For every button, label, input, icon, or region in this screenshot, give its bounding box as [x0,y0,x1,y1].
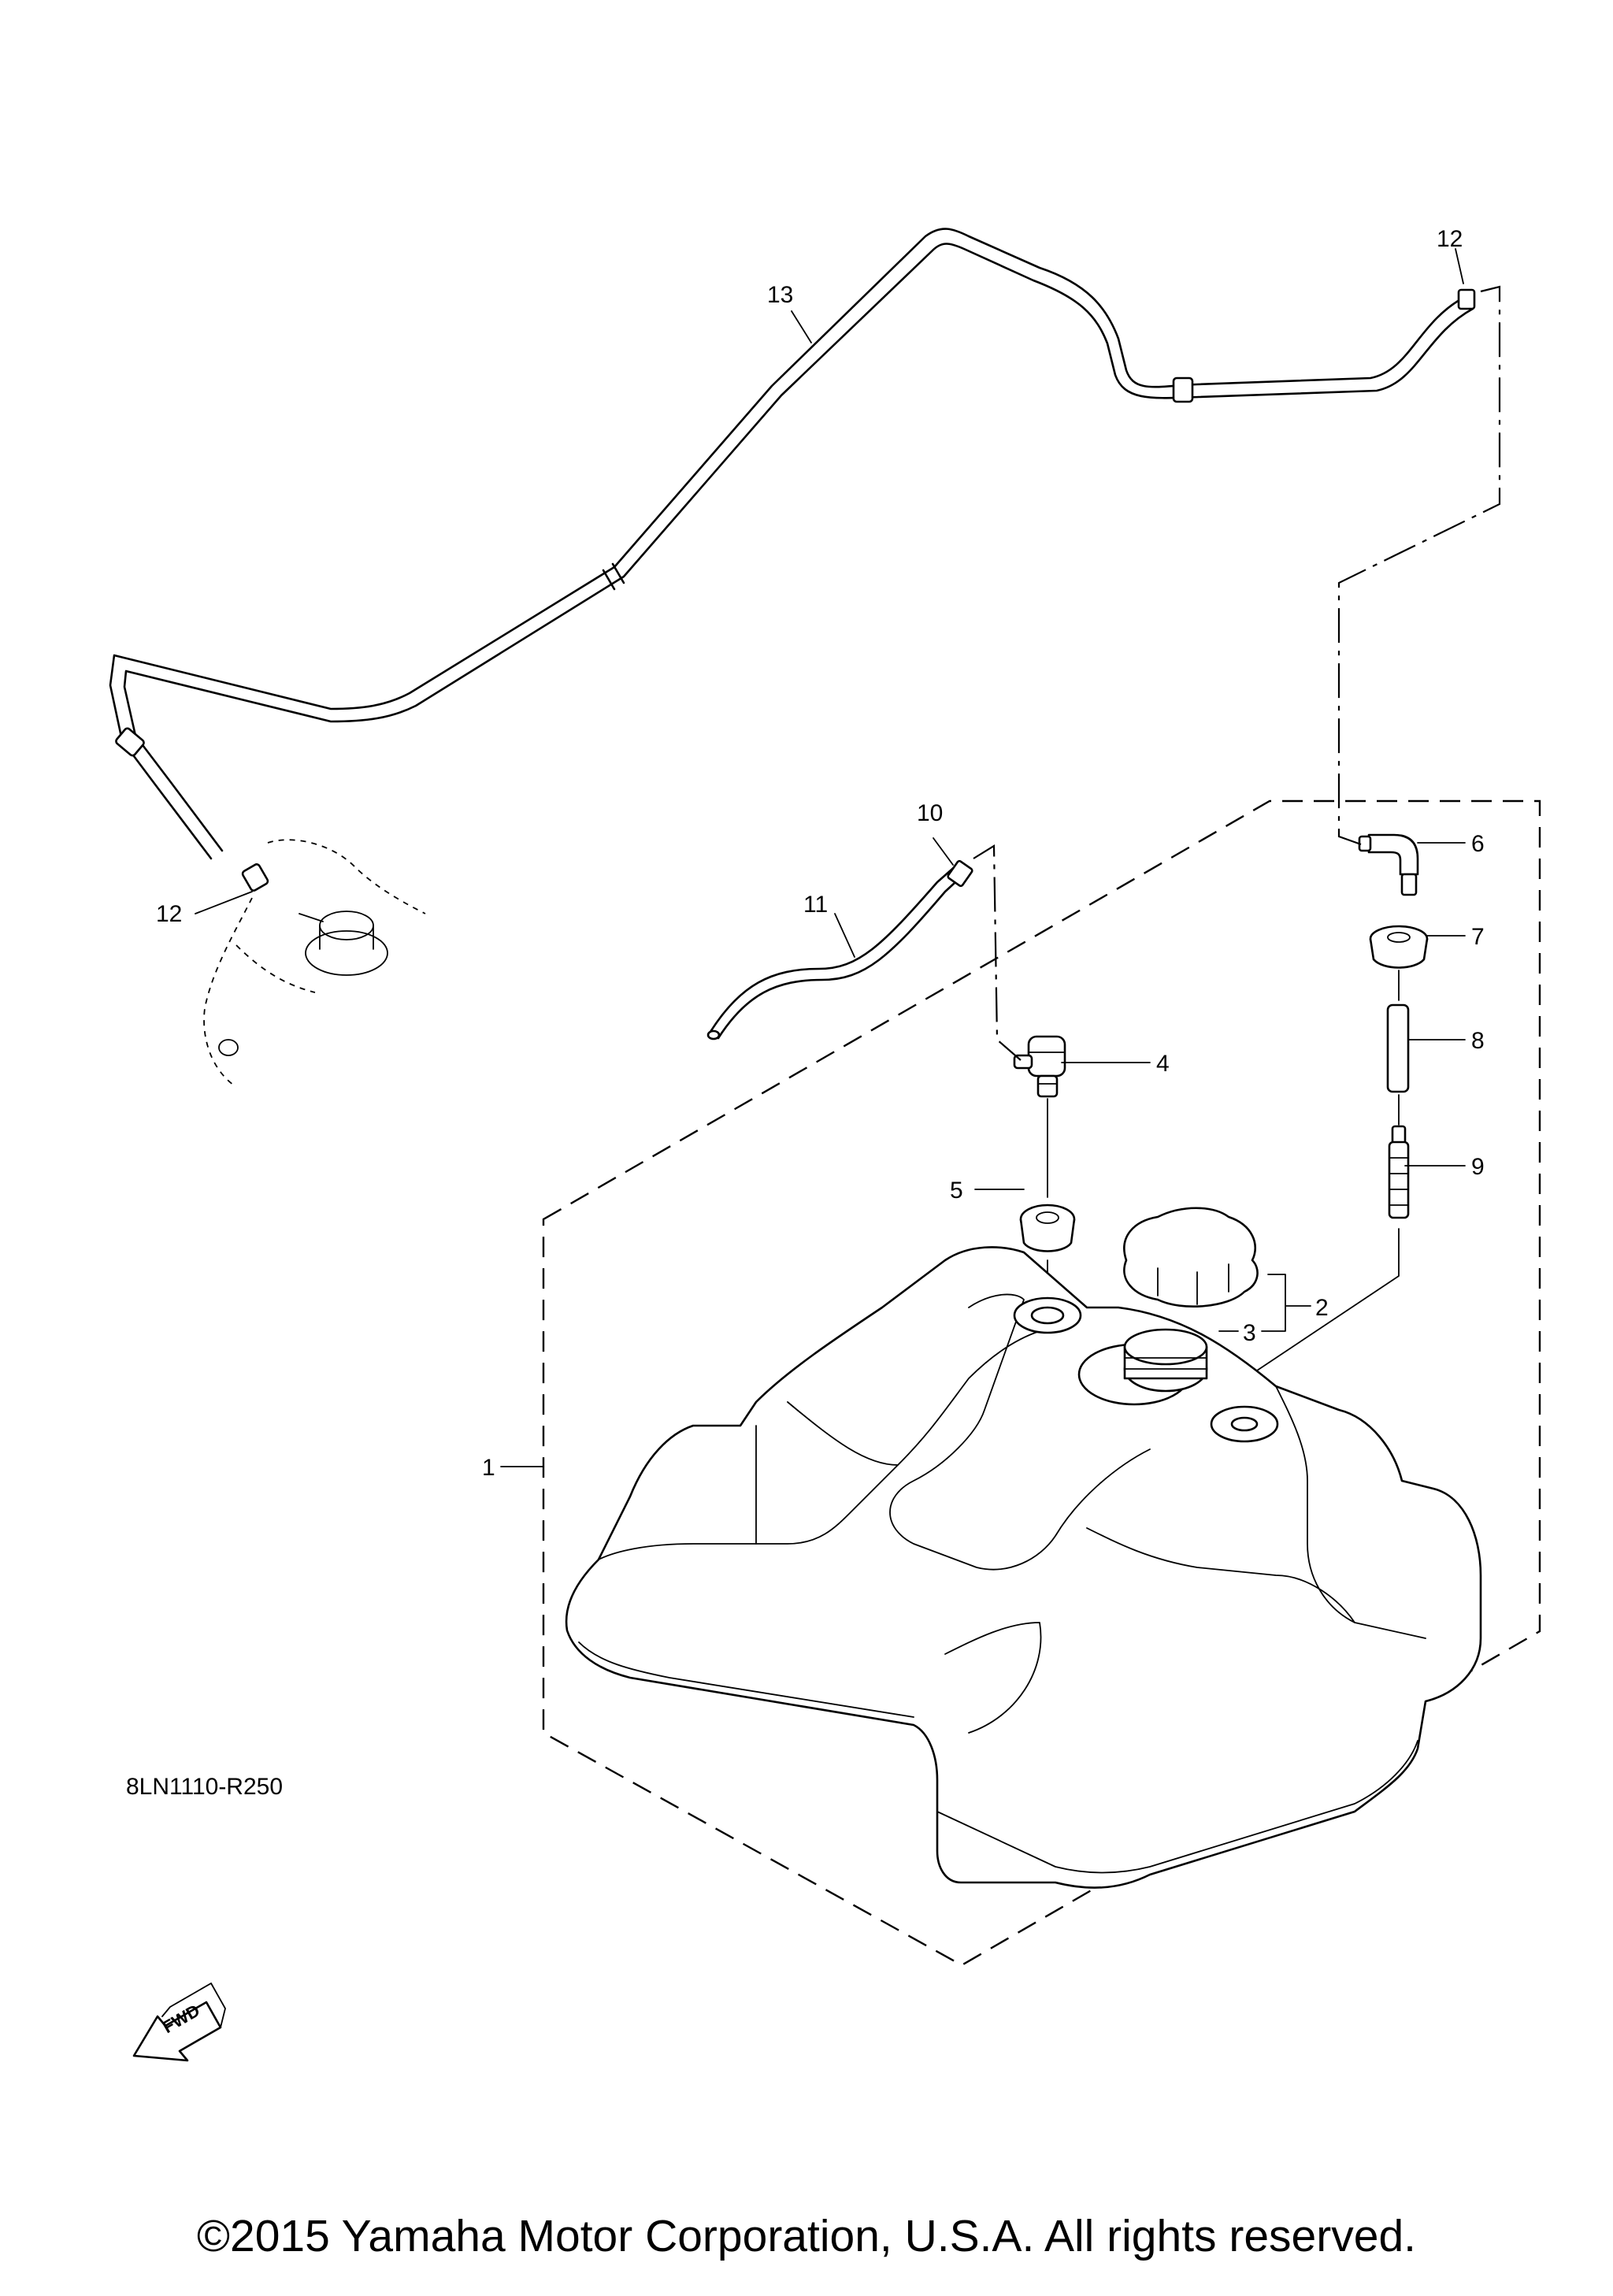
copyright-notice: ©2015 Yamaha Motor Corporation, U.S.A. A… [197,2211,1416,2261]
grommet-7 [1369,925,1429,969]
callout-12-left: 12 [156,901,182,927]
callout-13: 13 [767,282,793,308]
callout-1: 1 [482,1455,495,1481]
fuel-tank-1 [542,799,1541,1967]
callout-5: 5 [950,1178,963,1204]
hose-11 [706,863,966,1040]
callout-12-top: 12 [1437,226,1463,252]
elbow-fitting-6 [1358,833,1419,896]
callout-labels: 1 2 3 4 5 6 7 8 9 10 11 12 12 13 [156,226,1485,1481]
fuel-cap-2 [1123,1207,1259,1307]
clip-10 [947,859,973,888]
grommet-5 [1019,1204,1076,1252]
clamp-12-right [1457,288,1476,310]
pipe-8 [1386,1003,1410,1093]
callout-2: 2 [1315,1295,1329,1321]
callout-10: 10 [917,800,943,826]
fitting-4 [1013,1035,1066,1098]
callout-9: 9 [1471,1154,1485,1180]
callout-3: 3 [1243,1320,1256,1346]
breather-hose-13 [109,228,1474,860]
filter-9 [1388,1125,1410,1219]
callout-11: 11 [803,892,828,918]
callout-leaders [195,248,1466,1467]
diagram-code: 8LN1110-R250 [126,1774,284,1800]
clamp-12-left [241,863,269,892]
callout-4: 4 [1156,1051,1170,1077]
fwd-arrow-icon: FWD [132,1983,226,2062]
callout-6: 6 [1471,831,1485,857]
callout-8: 8 [1471,1028,1485,1054]
frame-reference-detail [203,839,426,1088]
callout-7: 7 [1471,924,1485,950]
